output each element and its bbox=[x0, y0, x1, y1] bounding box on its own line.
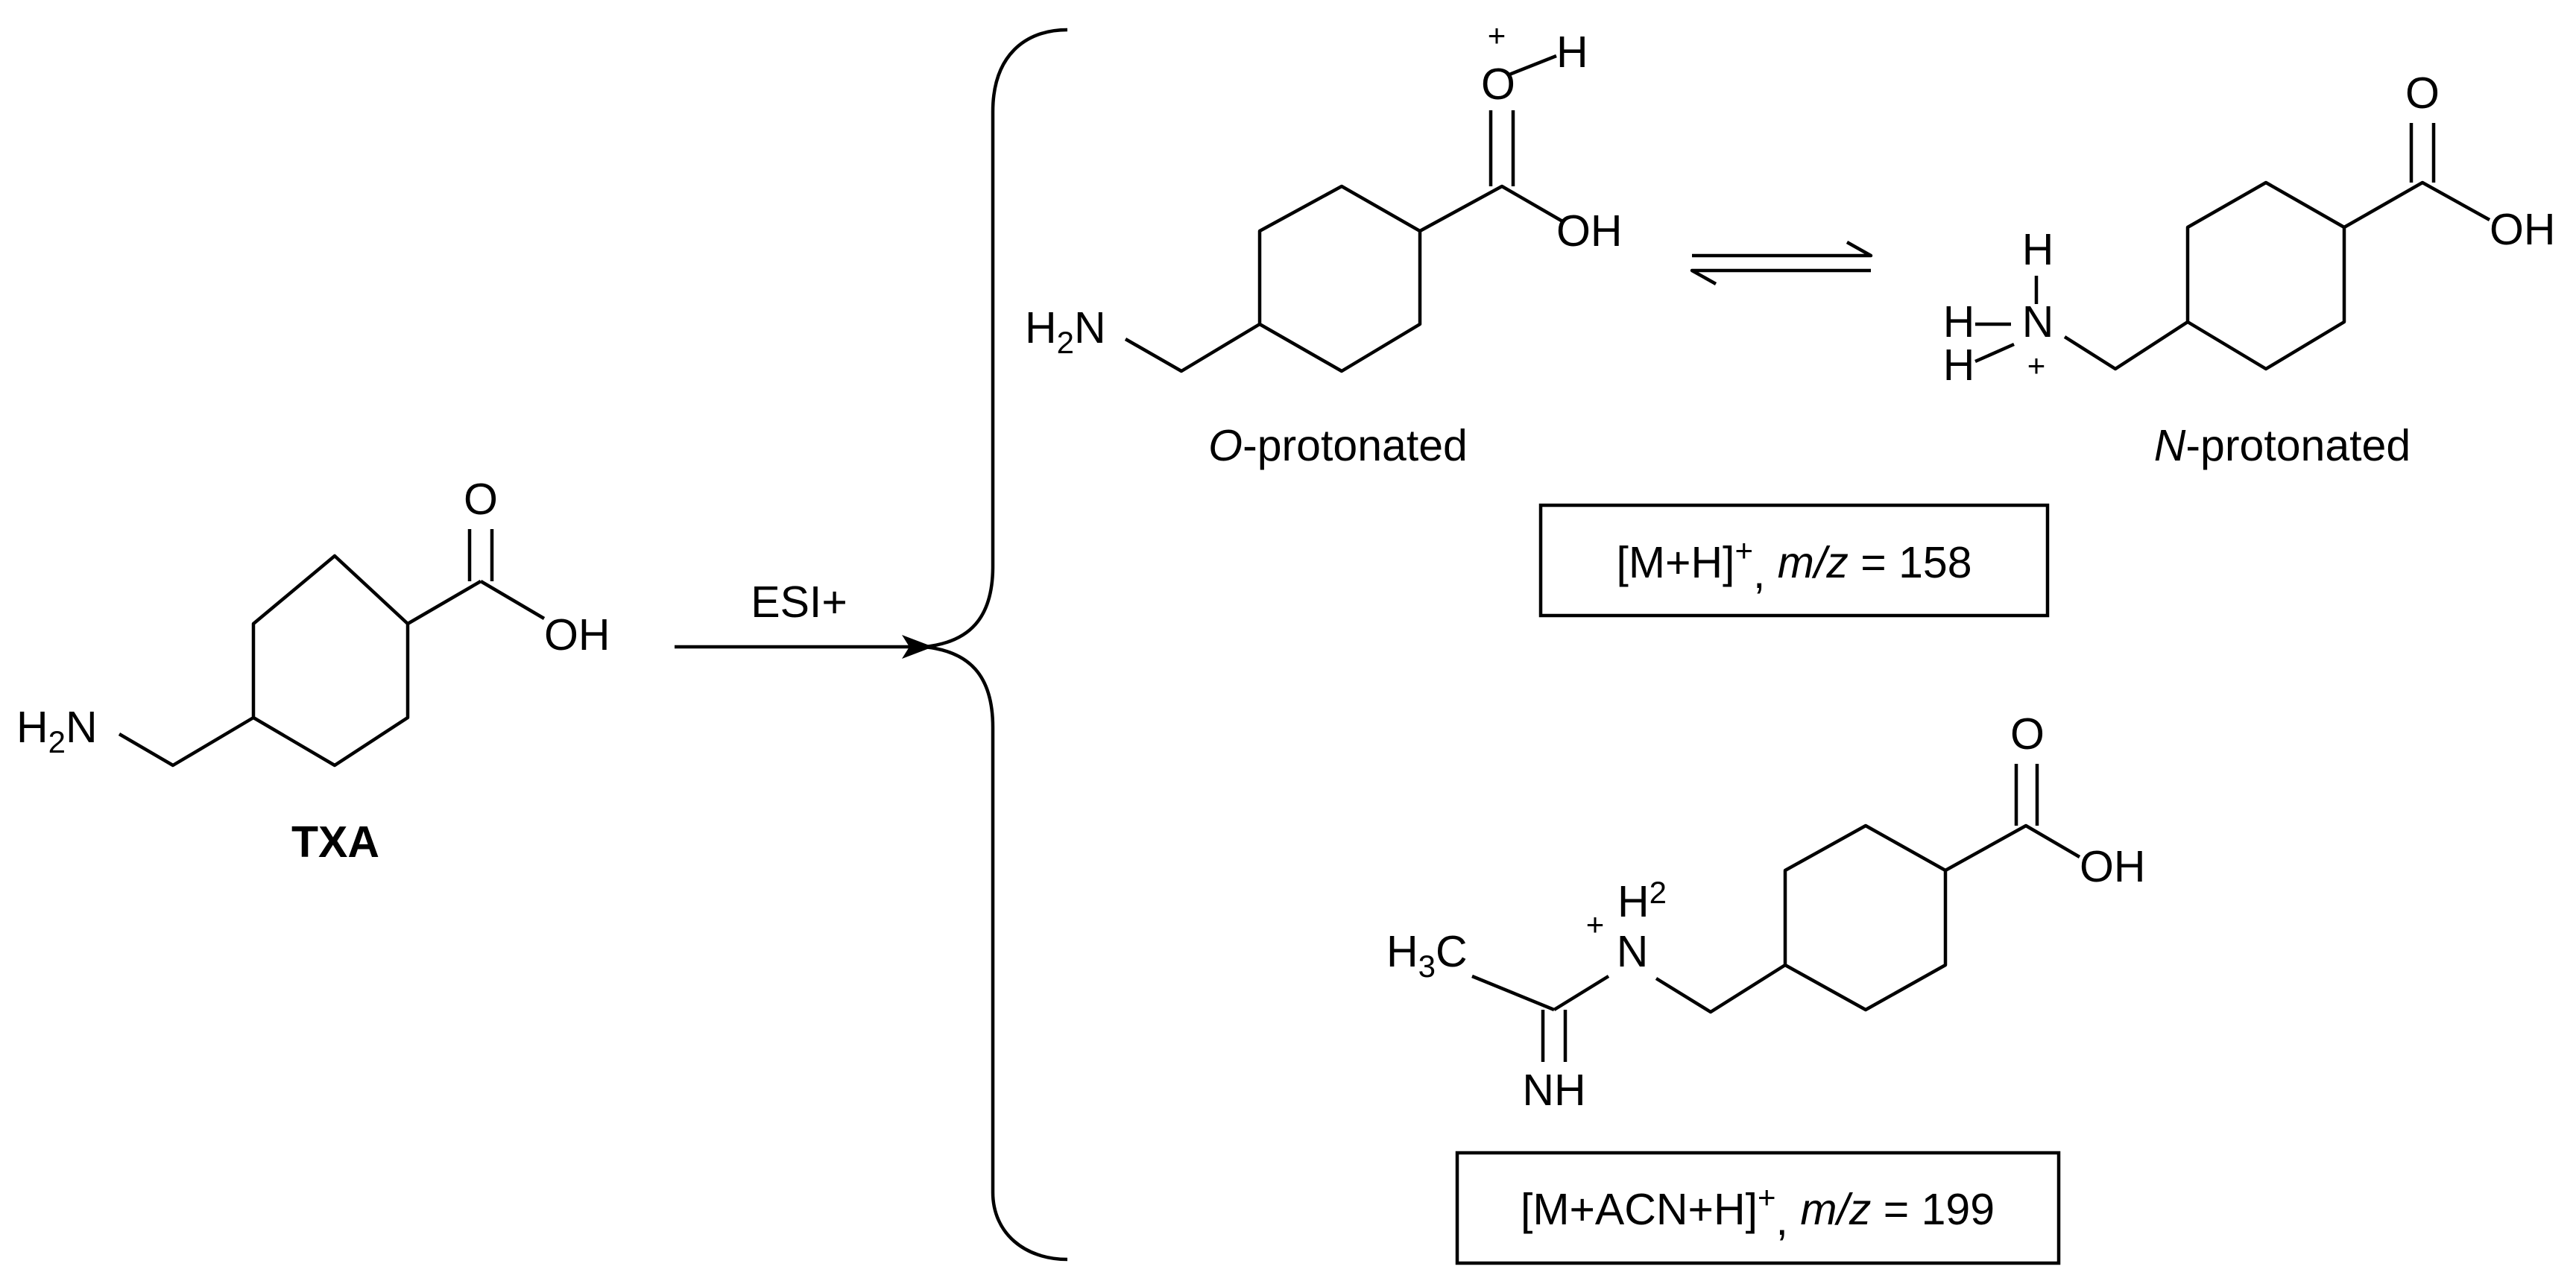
txa-bonds bbox=[118, 529, 546, 768]
n-protonated-carbonyl-o: O bbox=[2405, 69, 2440, 118]
arrow-label: ESI+ bbox=[751, 578, 847, 627]
acn-ion-box: [M+ACN+H]+, m/z = 199 bbox=[1455, 1151, 2061, 1265]
n-protonated-h-left: H bbox=[1943, 297, 1975, 347]
txa-name: TXA bbox=[291, 817, 379, 867]
product-brace bbox=[922, 28, 1068, 1262]
equilibrium-forward bbox=[1692, 241, 1873, 258]
adduct-methyl-label: H3C bbox=[1386, 927, 1468, 984]
o-protonated-bonds bbox=[1124, 54, 1565, 373]
n-protonated-hydroxyl: OH bbox=[2490, 205, 2556, 254]
adduct-hydroxyl: OH bbox=[2080, 842, 2146, 891]
mh-ion-label: [M+H]+, m/z = 158 bbox=[1616, 533, 1972, 598]
txa-amine-label: H2N bbox=[16, 703, 98, 759]
adduct-iminium-n: N bbox=[1617, 927, 1649, 976]
n-protonated-ammonium-n: N bbox=[2022, 297, 2054, 347]
mh-ion-box: [M+H]+, m/z = 158 bbox=[1538, 503, 2050, 618]
adduct-bonds bbox=[1471, 764, 2081, 1062]
acn-adduct-structure: O OH N + H2 H3C NH bbox=[1386, 709, 2146, 1115]
o-protonated-amine-label: H2N bbox=[1025, 303, 1106, 360]
n-protonated-h-bottom: H bbox=[1943, 341, 1975, 390]
n-protonated-bonds bbox=[1974, 123, 2491, 371]
o-protonated-hydroxyl: OH bbox=[1556, 206, 1623, 256]
adduct-carbonyl-o: O bbox=[2010, 709, 2045, 759]
o-protonated-oxonium-o: O bbox=[1481, 60, 1515, 109]
n-protonated-caption: N-protonated bbox=[2154, 421, 2411, 470]
mh-box-frame bbox=[1538, 503, 2050, 618]
equilibrium-arrows bbox=[1690, 241, 1873, 285]
adduct-imine-nh: NH bbox=[1522, 1066, 1585, 1115]
adduct-iminium-h2: H2 bbox=[1617, 875, 1667, 926]
equilibrium-reverse bbox=[1690, 268, 1871, 285]
acn-box-frame bbox=[1455, 1151, 2061, 1265]
txa-structure: O OH H2N TXA bbox=[16, 475, 610, 867]
o-protonated-caption: O-protonated bbox=[1208, 421, 1468, 470]
o-protonated-structure: O + H OH H2N O-protonated bbox=[1025, 18, 1623, 470]
txa-hydroxyl: OH bbox=[544, 610, 610, 660]
reaction-arrow: ESI+ bbox=[675, 578, 933, 659]
n-protonated-charge: + bbox=[2027, 348, 2046, 383]
o-protonated-charge: + bbox=[1488, 18, 1506, 53]
arrow-head bbox=[902, 635, 933, 659]
acn-ion-label: [M+ACN+H]+, m/z = 199 bbox=[1521, 1180, 1995, 1244]
txa-carbonyl-o: O bbox=[464, 475, 498, 524]
n-protonated-h-top: H bbox=[2022, 225, 2054, 274]
o-protonated-oxonium-h: H bbox=[1556, 28, 1588, 77]
adduct-charge: + bbox=[1586, 907, 1605, 942]
n-protonated-structure: O OH H N H H + N-protonated bbox=[1943, 69, 2556, 470]
